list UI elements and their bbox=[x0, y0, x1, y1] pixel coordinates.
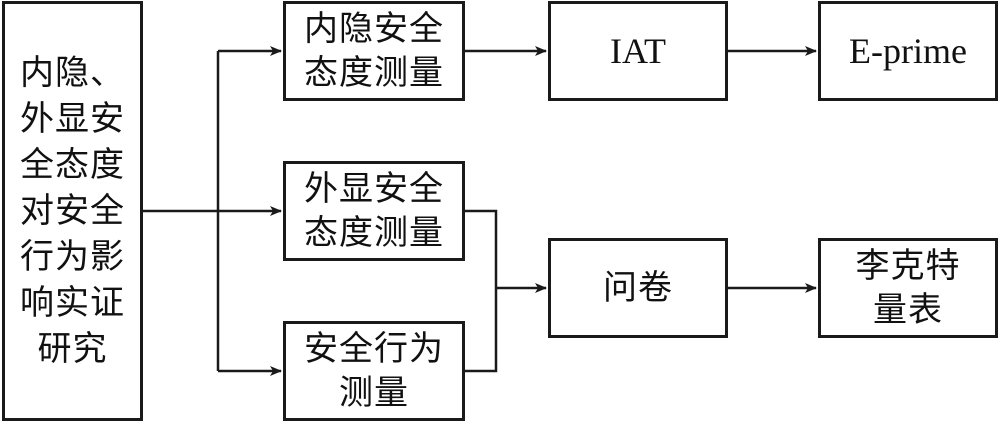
eprime-node: E-prime bbox=[818, 1, 998, 101]
edge-explicit-to-merge bbox=[465, 209, 498, 373]
explicit-attitude-measure-node: 外显安全 态度测量 bbox=[283, 161, 465, 261]
iat-node: IAT bbox=[548, 1, 728, 101]
safety-behavior-measure-node: 安全行为 测量 bbox=[283, 321, 465, 421]
root-node: 内隐、 外显安 全态度 对安全 行为影 响实证 研究 bbox=[2, 1, 143, 421]
implicit-attitude-measure-node: 内隐安全 态度测量 bbox=[283, 1, 465, 101]
likert-scale-node: 李克特 量表 bbox=[818, 238, 998, 338]
questionnaire-node: 问卷 bbox=[548, 238, 728, 338]
